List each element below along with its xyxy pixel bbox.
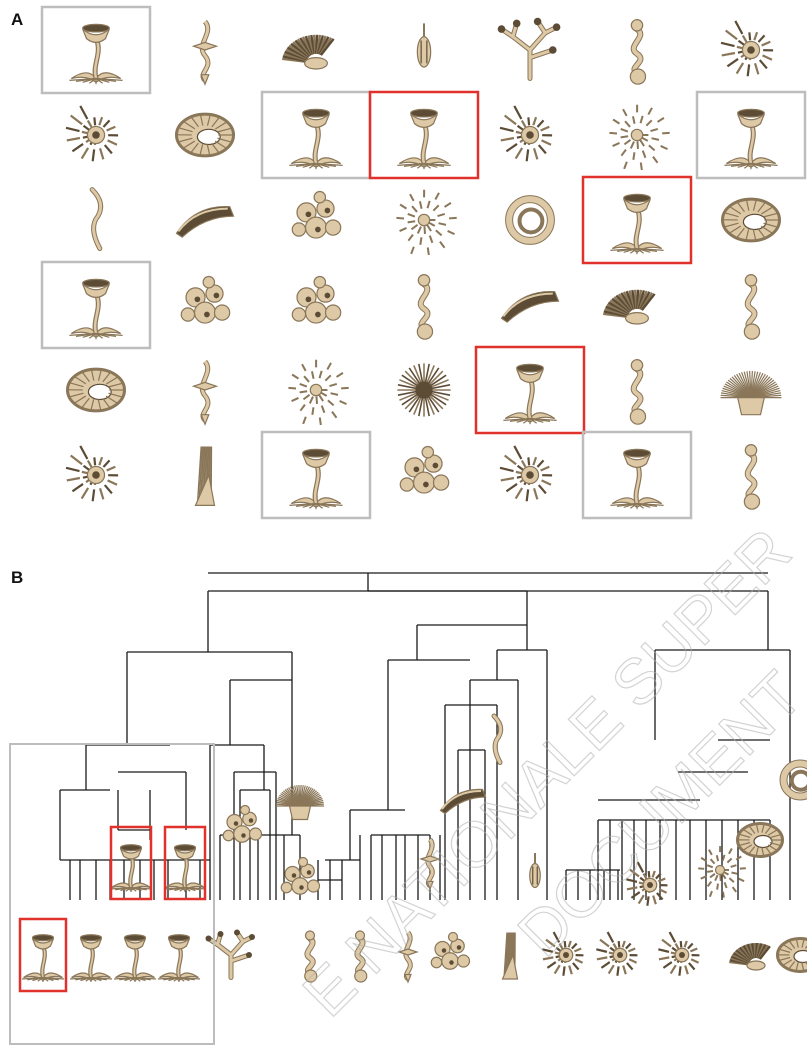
highlight-box-gray xyxy=(260,430,372,520)
highlight-box-gray xyxy=(695,90,807,180)
form-fan xyxy=(282,34,335,70)
form-twist xyxy=(191,359,219,426)
leaf-ring xyxy=(779,759,807,801)
cluster-box-gray xyxy=(9,743,215,1045)
form-fan xyxy=(603,289,656,325)
panel-b-label: B xyxy=(11,568,24,587)
bottom-form-twist xyxy=(397,930,419,984)
form-chain xyxy=(416,273,434,340)
form-shell xyxy=(499,105,553,162)
form-flower xyxy=(610,193,664,255)
bottom-form-branch xyxy=(205,929,255,981)
form-twist xyxy=(191,19,219,86)
leaf-horn xyxy=(439,788,487,815)
form-spiral xyxy=(288,359,349,426)
highlight-box-red xyxy=(368,90,480,180)
form-chain xyxy=(629,18,647,85)
dendrogram-highlights xyxy=(9,743,215,1045)
panel-a-label: A xyxy=(11,10,24,29)
bottom-form-torus xyxy=(776,937,807,973)
leaf-arc xyxy=(491,713,504,766)
form-torus xyxy=(175,112,235,158)
bottom-form-chain xyxy=(354,930,368,983)
form-chain xyxy=(629,358,647,425)
leaf-shell xyxy=(626,861,668,906)
form-bush xyxy=(720,370,782,416)
highlight-box-gray xyxy=(40,260,152,350)
leaf-bush xyxy=(276,784,324,821)
bottom-form-shell xyxy=(658,931,700,976)
form-chain xyxy=(743,443,761,510)
form-plume xyxy=(194,446,216,507)
form-ring xyxy=(505,195,555,245)
form-torus xyxy=(66,367,126,413)
leaf-cluster xyxy=(222,804,263,843)
form-flower xyxy=(289,108,343,170)
form-flower xyxy=(397,108,451,170)
highlight-box-gray xyxy=(581,430,693,520)
bottom-form-flower xyxy=(69,934,113,982)
form-cluster xyxy=(291,190,342,239)
bottom-form-flower xyxy=(113,934,157,982)
leaf-pod xyxy=(529,853,541,889)
bottom-form-shell xyxy=(542,931,584,976)
highlight-box-red xyxy=(474,345,586,435)
form-shell xyxy=(720,20,774,77)
watermark: E NATIONALE SUPER DOCUMENT xyxy=(288,514,807,1031)
highlight-box-red xyxy=(18,917,68,993)
form-flower xyxy=(503,363,557,425)
form-cluster xyxy=(399,445,450,494)
bottom-form-flower xyxy=(157,934,201,982)
highlight-box-red xyxy=(581,175,693,265)
form-flower xyxy=(69,278,123,340)
bottom-form-plume xyxy=(501,932,519,980)
highlight-box-red xyxy=(163,825,207,901)
form-branch xyxy=(497,17,561,82)
form-flower xyxy=(289,448,343,510)
form-cluster xyxy=(291,275,342,324)
form-spiral xyxy=(609,104,670,171)
form-shell xyxy=(499,445,553,502)
form-cluster xyxy=(180,275,231,324)
bottom-form-cluster xyxy=(430,931,471,970)
form-shell xyxy=(65,445,119,502)
bottom-form-fan xyxy=(729,942,771,971)
bottom-form-chain xyxy=(304,930,318,983)
form-burst xyxy=(397,363,451,417)
leaf-cluster xyxy=(280,856,321,895)
panel-a-form-grid xyxy=(40,5,807,520)
bottom-form-shell xyxy=(596,931,638,976)
form-torus xyxy=(721,197,781,243)
bottom-form-flower xyxy=(21,934,65,982)
highlight-box-gray xyxy=(40,5,152,95)
highlight-box-red xyxy=(109,825,153,901)
leaf-spiral xyxy=(698,846,746,898)
form-horn xyxy=(500,291,560,323)
form-pod xyxy=(416,23,432,68)
dendrogram-lines xyxy=(59,572,791,900)
leaf-torus xyxy=(736,822,784,858)
dendrogram-forms xyxy=(21,713,807,984)
form-spiral xyxy=(396,189,457,256)
leaf-flower xyxy=(109,844,153,892)
form-flower xyxy=(724,108,778,170)
form-flower xyxy=(610,448,664,510)
form-horn xyxy=(175,206,235,238)
form-chain xyxy=(743,273,761,340)
form-flower xyxy=(69,23,123,85)
form-shell xyxy=(65,105,119,162)
leaf-twist xyxy=(419,837,441,891)
form-arc xyxy=(89,187,104,252)
